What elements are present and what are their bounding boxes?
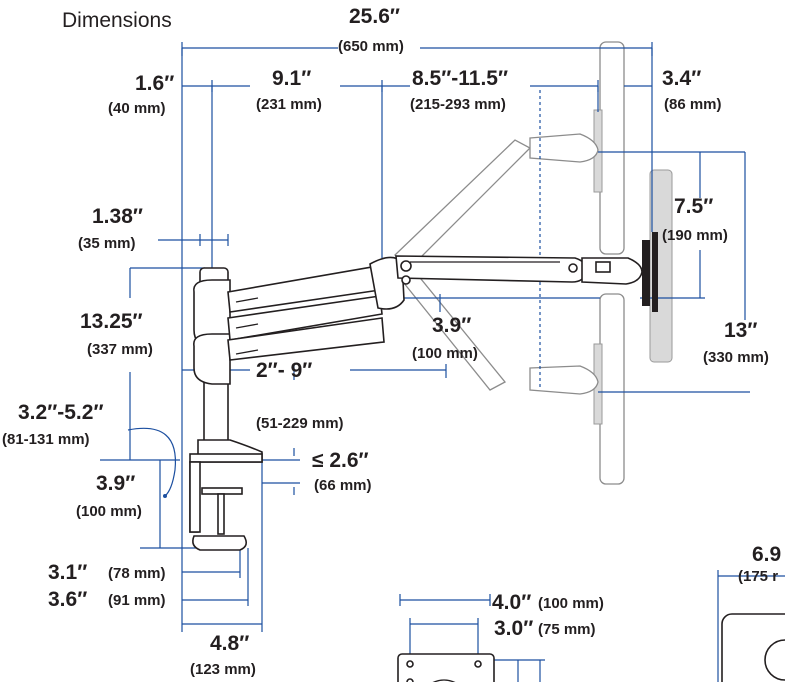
overall-width-mm: (650 mm) (338, 38, 404, 55)
clamp-3-1-mm: (78 mm) (108, 565, 166, 582)
arm-extension-label: 2″- 9″ (256, 359, 313, 382)
ghost-arm-upper (394, 133, 599, 269)
base-width-mm: (123 mm) (190, 661, 256, 678)
grommet-label: 6.9 (752, 543, 782, 566)
pole-diameter-label: 1.38″ (92, 205, 143, 228)
ghost-monitor-lower (593, 293, 625, 485)
ghost-monitor-upper (593, 41, 625, 255)
arm-joint-lower (193, 333, 231, 385)
tilt-height-mm: (190 mm) (662, 227, 728, 244)
pole-width-mm: (40 mm) (108, 100, 166, 117)
tilt-head (581, 257, 643, 285)
overall-width-label: 25.6″ (349, 5, 400, 28)
base-width-label: 4.8″ (210, 632, 250, 655)
clamp-depth-mm: (100 mm) (76, 503, 142, 520)
arm2-length-mm: (215-293 mm) (410, 96, 506, 113)
arm1-length-label: 9.1″ (272, 67, 312, 90)
vesa-100-label: 4.0″ (492, 591, 532, 614)
clamp-range-label: 3.2″-5.2″ (18, 401, 104, 424)
arm-extension-mm: (51-229 mm) (256, 415, 344, 432)
diagram-title: Dimensions (62, 9, 172, 32)
vesa-75-label: 3.0″ (494, 617, 534, 640)
vesa-100-mm: (100 mm) (538, 595, 604, 612)
clamp-3-1-label: 3.1″ (48, 561, 88, 584)
monitor (642, 232, 658, 312)
vesa-75-mm: (75 mm) (538, 621, 596, 638)
pole-height-mm: (337 mm) (87, 341, 153, 358)
grommet-base (721, 613, 785, 682)
clamp (189, 439, 263, 551)
arm-segment-2 (395, 255, 588, 285)
arm-drop-mm: (100 mm) (412, 345, 478, 362)
arm2-length-label: 8.5″-11.5″ (412, 67, 509, 90)
desk-thickness-mm: (66 mm) (314, 477, 372, 494)
lift-range-mm: (330 mm) (703, 349, 769, 366)
clamp-3-6-label: 3.6″ (48, 588, 88, 611)
pole-width-label: 1.6″ (135, 72, 175, 95)
vesa-plate (397, 653, 495, 682)
clamp-3-6-mm: (91 mm) (108, 592, 166, 609)
ghost-arm-lower (393, 267, 599, 395)
clamp-range-mm: (81-131 mm) (2, 431, 90, 448)
elbow-joint (369, 256, 405, 310)
arm-segment-1 (227, 265, 385, 361)
dimension-lines (100, 42, 785, 682)
clamp-depth-label: 3.9″ (96, 472, 136, 495)
tilt-height-label: 7.5″ (674, 195, 714, 218)
monitor-offset-mm: (86 mm) (664, 96, 722, 113)
grommet-mm: (175 r (738, 568, 779, 585)
arm-drop-label: 3.9″ (432, 314, 472, 337)
pole-diameter-mm: (35 mm) (78, 235, 136, 252)
pole-height-label: 13.25″ (80, 310, 143, 333)
monitor-offset-label: 3.4″ (662, 67, 702, 90)
arm1-length-mm: (231 mm) (256, 96, 322, 113)
lift-range-label: 13″ (724, 319, 758, 342)
desk-thickness-label: ≤ 2.6″ (312, 449, 369, 472)
